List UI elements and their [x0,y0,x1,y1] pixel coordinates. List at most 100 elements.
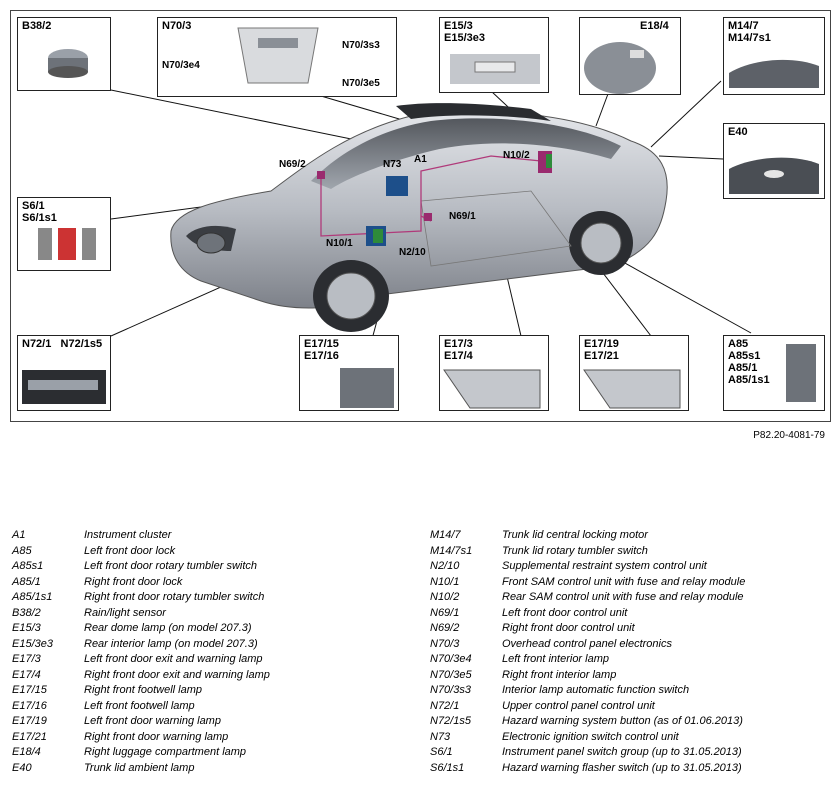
legend-code: A1 [12,529,26,541]
legend-description: Rear SAM control unit with fuse and rela… [502,591,744,603]
legend-code: E15/3e3 [12,637,53,650]
legend-code: S6/1 [430,746,453,758]
callout-label: A85s1 [728,350,761,362]
rain-light-sensor-image [48,49,88,78]
legend-code: N2/10 [430,560,460,572]
legend-code: E17/16 [12,699,47,712]
callout-label: S6/1 [22,200,45,212]
callout-n72-1: N72/1 N72/1s5 [17,335,111,411]
diagram-frame: N69/2 N73 A1 N10/2 N69/1 N10/1 N2/10 B38… [10,10,831,422]
callout-label: M14/7 [728,20,759,32]
legend-description: Left front door lock [84,544,176,557]
callout-label: N72/1 [22,338,52,350]
legend-code: M14/7 [430,529,461,541]
switch-group-image [38,228,96,260]
legend-code: E17/3 [12,653,41,665]
legend-row: N72/1 Upper control panel control unit [430,699,745,715]
legend-row: A85/1s1 Right front door rotary tumbler s… [12,590,270,606]
legend-description: Instrument panel switch group (up to 31.… [502,746,742,758]
callout-n70-3: N70/3 N70/3s3 N70/3e4 N70/3e5 [157,17,397,97]
rear-dome-lamp-image [450,54,540,84]
callout-label: E40 [728,126,748,138]
legend-code: N10/1 [430,575,460,588]
legend-row: E17/3 Left front door exit and warning la… [12,652,270,668]
callout-label: E15/3e3 [444,32,485,44]
callout-label: E17/15 [304,338,339,350]
upper-control-panel-image [22,370,106,404]
legend-description: Right front door control unit [502,622,635,634]
trunk-lock-image [729,59,819,88]
legend-code: E40 [12,761,32,774]
legend-description: Rain/light sensor [84,606,166,619]
callout-label: M14/7s1 [728,32,771,44]
legend-description: Right front door rotary tumbler switch [84,591,265,603]
callout-label: E17/3 [444,338,473,350]
legend-row: M14/7 Trunk lid central locking motor [430,528,745,544]
legend-description: Trunk lid central locking motor [502,529,648,541]
tag-a1: A1 [414,154,427,165]
legend-code: N70/3s3 [430,684,471,696]
legend-description: Trunk lid ambient lamp [84,761,195,774]
callout-e40: E40 [723,123,825,199]
legend-code: N72/1 [430,699,460,712]
tag-n2-10: N2/10 [399,247,426,258]
car-body [170,103,668,332]
legend-description: Right luggage compartment lamp [84,746,247,758]
legend-description: Interior lamp automatic function switch [502,684,690,696]
legend-description: Hazard warning flasher switch (up to 31.… [502,761,742,774]
legend-code: N69/1 [430,606,460,619]
legend-row: E17/4 Right front door exit and warning l… [12,668,270,684]
legend-code: A85 [12,544,32,557]
tag-n70-3s3: N70/3s3 [342,40,380,51]
legend-row: N70/3s3 Interior lamp automatic function … [430,683,745,699]
legend-row: N69/1 Left front door control unit [430,606,745,622]
legend-code: E17/21 [12,730,47,743]
door-exit-lamp-image [443,369,541,409]
legend-code: A85/1s1 [12,591,53,603]
callout-label: B38/2 [22,20,52,32]
legend-description: Electronic ignition switch control unit [502,730,679,743]
legend-description: Right front door warning lamp [84,730,229,743]
tag-n73: N73 [383,159,402,170]
callout-label: N70/3 [162,20,192,32]
legend-code: E15/3 [12,622,41,634]
legend-code: E18/4 [12,746,41,758]
footwell-lamp-image [340,368,394,408]
legend-code: E17/4 [12,668,41,681]
legend-row: A85 Left front door lock [12,544,270,560]
legend-description: Left front interior lamp [502,653,609,665]
tag-n70-3e5: N70/3e5 [342,78,380,89]
tag-n10-2: N10/2 [503,150,530,161]
door-warning-lamp-image [583,369,681,409]
legend-description: Upper control panel control unit [502,699,655,712]
legend-description: Right front door exit and warning lamp [84,668,270,681]
trunk-ambient-lamp-image [729,157,819,194]
legend-description: Left front door control unit [502,606,628,619]
callout-label: E17/4 [444,350,473,362]
legend-description: Trunk lid rotary tumbler switch [502,544,648,557]
callout-label: E18/4 [640,20,669,32]
legend-code: A85s1 [12,560,44,572]
legend-code: N70/3e5 [430,668,472,681]
legend-description: Left front door exit and warning lamp [84,653,263,665]
legend-description: Overhead control panel electronics [502,637,672,650]
callout-label: E17/16 [304,350,339,362]
